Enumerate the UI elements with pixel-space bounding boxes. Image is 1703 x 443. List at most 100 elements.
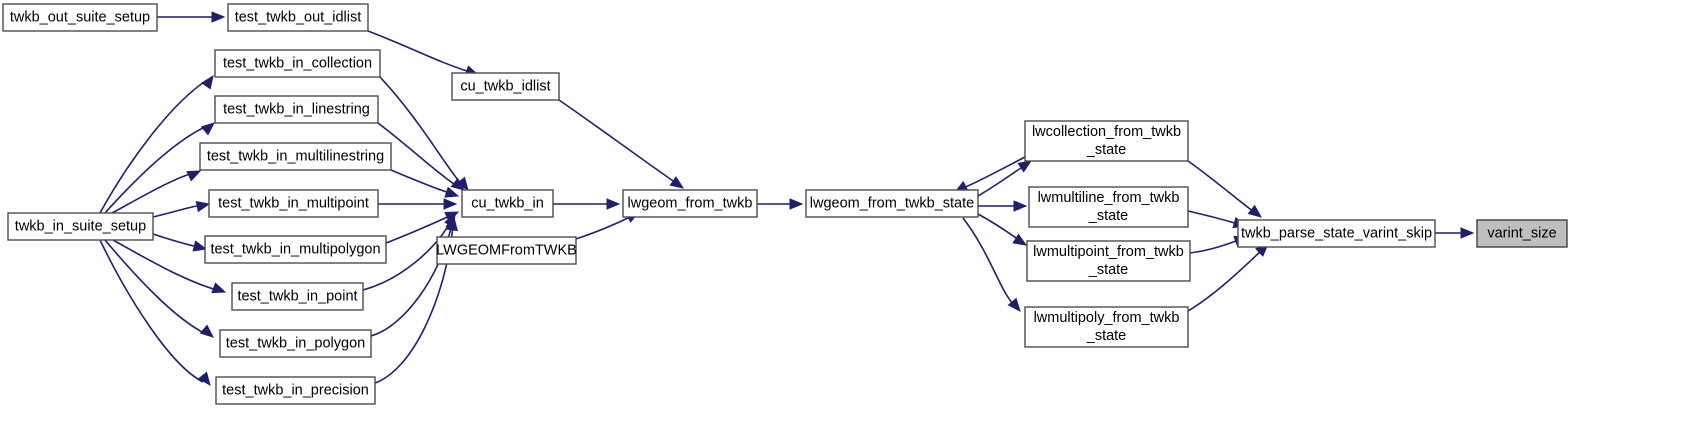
- node-label: test_twkb_in_linestring: [223, 101, 370, 117]
- edge-twkb_in_suite_setup-to-test_twkb_in_precision: [99, 239, 211, 387]
- node-test_twkb_in_multipolygon[interactable]: test_twkb_in_multipolygon: [204, 235, 387, 264]
- node-box[interactable]: [805, 189, 979, 218]
- node-twkb_out_suite_setup[interactable]: twkb_out_suite_setup: [2, 3, 158, 32]
- node-test_twkb_in_polygon[interactable]: test_twkb_in_polygon: [219, 329, 372, 358]
- node-box[interactable]: [219, 329, 372, 358]
- edge-lwgeom_from_twkb_state-to-lwcollection_from_twkb_state: [977, 160, 1033, 197]
- node-box[interactable]: [214, 95, 379, 124]
- node-label: test_twkb_in_multipoint: [218, 195, 369, 211]
- node-twkb_parse_state_varint_skip[interactable]: twkb_parse_state_varint_skip: [1237, 219, 1436, 248]
- node-label: lwcollection_from_twkb: [1032, 124, 1181, 140]
- node-label: cu_twkb_idlist: [460, 78, 550, 94]
- edge-twkb_in_suite_setup-to-test_twkb_in_multilinestring: [111, 170, 202, 214]
- arrow-head-icon: [446, 216, 458, 232]
- edge-line: [367, 30, 471, 73]
- edge-line: [99, 239, 204, 383]
- edge-twkb_in_suite_setup-to-test_twkb_in_polygon: [104, 239, 214, 338]
- node-test_twkb_in_multipoint[interactable]: test_twkb_in_multipoint: [208, 189, 379, 218]
- arrow-head-icon: [1012, 233, 1028, 246]
- node-lwmultipoint_from_twkb_state[interactable]: lwmultipoint_from_twkb_state: [1026, 240, 1191, 282]
- edge-test_twkb_in_multipoint-to-cu_twkb_in: [378, 198, 458, 210]
- node-box[interactable]: [461, 189, 554, 218]
- edge-twkb_out_suite_setup-to-test_twkb_out_idlist: [157, 11, 226, 23]
- node-test_twkb_in_collection[interactable]: test_twkb_in_collection: [214, 49, 381, 78]
- node-label: lwgeom_from_twkb_state: [810, 195, 974, 211]
- node-label: _state: [1086, 142, 1127, 158]
- node-box[interactable]: [215, 376, 376, 405]
- node-test_twkb_in_multilinestring[interactable]: test_twkb_in_multilinestring: [199, 142, 392, 171]
- edge-line: [104, 239, 207, 335]
- node-cu_twkb_idlist[interactable]: cu_twkb_idlist: [451, 72, 560, 101]
- edge-line: [962, 156, 1026, 189]
- edge-line: [104, 125, 208, 214]
- edge-line: [379, 76, 463, 186]
- node-box[interactable]: [204, 235, 387, 264]
- edge-twkb_in_suite_setup-to-test_twkb_in_linestring: [104, 122, 215, 214]
- edge-cu_twkb_idlist-to-lwgeom_from_twkb: [558, 99, 685, 189]
- edge-line: [977, 165, 1025, 197]
- arrow-head-icon: [1247, 204, 1263, 218]
- edge-twkb_parse_state_varint_skip-to-varint_size: [1435, 227, 1475, 239]
- node-box[interactable]: [1237, 219, 1436, 248]
- node-label: lwmultiline_from_twkb: [1038, 190, 1180, 206]
- arrow-head-icon: [1017, 160, 1033, 173]
- edge-twkb_in_suite_setup-to-test_twkb_in_multipoint: [152, 200, 211, 218]
- edge-line: [575, 215, 633, 240]
- node-box[interactable]: [1026, 240, 1191, 282]
- node-box[interactable]: [199, 142, 392, 171]
- arrow-head-icon: [1007, 297, 1021, 312]
- node-box[interactable]: [622, 189, 758, 218]
- node-box[interactable]: [1024, 120, 1189, 162]
- edges-layer: [99, 11, 1475, 387]
- node-lwgeom_from_twkb_state[interactable]: lwgeom_from_twkb_state: [805, 189, 979, 218]
- node-lwmultiline_from_twkb_state[interactable]: lwmultiline_from_twkb_state: [1028, 186, 1189, 228]
- arrow-head-icon: [669, 176, 685, 189]
- node-lwcollection_from_twkb_state[interactable]: lwcollection_from_twkb _state: [1024, 120, 1189, 162]
- node-label: lwmultipoint_from_twkb: [1033, 244, 1184, 260]
- edge-twkb_in_suite_setup-to-test_twkb_in_multipolygon: [152, 233, 208, 252]
- node-test_twkb_out_idlist[interactable]: test_twkb_out_idlist: [227, 3, 369, 32]
- node-box[interactable]: [208, 189, 379, 218]
- nodes-layer: twkb_out_suite_setup test_twkb_out_idlist…: [2, 3, 1568, 405]
- node-label: _state: [1086, 328, 1127, 344]
- edge-lwgeom_from_twkb_state-to-lwmultiline_from_twkb_state: [978, 200, 1028, 212]
- node-box[interactable]: [1024, 306, 1189, 348]
- edge-line: [99, 79, 208, 214]
- node-label: twkb_out_suite_setup: [10, 9, 150, 25]
- node-label: cu_twkb_in: [471, 195, 544, 211]
- edge-line: [112, 239, 218, 291]
- arrow-head-icon: [197, 371, 211, 387]
- node-box[interactable]: [2, 3, 158, 32]
- node-label: twkb_in_suite_setup: [15, 218, 146, 234]
- node-cu_twkb_in[interactable]: cu_twkb_in: [461, 189, 554, 218]
- node-lwgeom_from_twkb[interactable]: lwgeom_from_twkb: [622, 189, 758, 218]
- edge-line: [962, 217, 1015, 306]
- node-twkb_in_suite_setup[interactable]: twkb_in_suite_setup: [7, 212, 154, 241]
- arrow-head-icon: [192, 240, 208, 252]
- node-box[interactable]: [227, 3, 369, 32]
- node-test_twkb_in_linestring[interactable]: test_twkb_in_linestring: [214, 95, 379, 124]
- arrow-head-icon: [201, 74, 214, 90]
- edge-line: [977, 213, 1020, 241]
- node-label: test_twkb_out_idlist: [235, 9, 362, 25]
- node-box[interactable]: [1476, 219, 1568, 248]
- node-box[interactable]: [231, 282, 364, 311]
- node-label: test_twkb_in_multilinestring: [207, 148, 384, 164]
- arrow-head-icon: [444, 186, 460, 198]
- arrow-head-icon: [186, 170, 202, 182]
- node-box[interactable]: [1028, 186, 1189, 228]
- arrow-head-icon: [200, 122, 215, 136]
- node-box[interactable]: [7, 212, 154, 241]
- node-box[interactable]: [214, 49, 381, 78]
- arrow-head-icon: [450, 177, 466, 191]
- edge-lwgeom_from_twkb_state-to-lwmultipoly_from_twkb_state: [962, 217, 1021, 312]
- node-test_twkb_in_point[interactable]: test_twkb_in_point: [231, 282, 364, 311]
- node-LWGEOMFromTWKB[interactable]: LWGEOMFromTWKB: [436, 236, 577, 265]
- node-box[interactable]: [451, 72, 560, 101]
- node-varint_size[interactable]: varint_size: [1476, 219, 1568, 248]
- node-test_twkb_in_precision[interactable]: test_twkb_in_precision: [215, 376, 376, 405]
- arrow-head-icon: [211, 282, 227, 294]
- node-lwmultipoly_from_twkb_state[interactable]: lwmultipoly_from_twkb_state: [1024, 306, 1189, 348]
- node-box[interactable]: [436, 236, 577, 265]
